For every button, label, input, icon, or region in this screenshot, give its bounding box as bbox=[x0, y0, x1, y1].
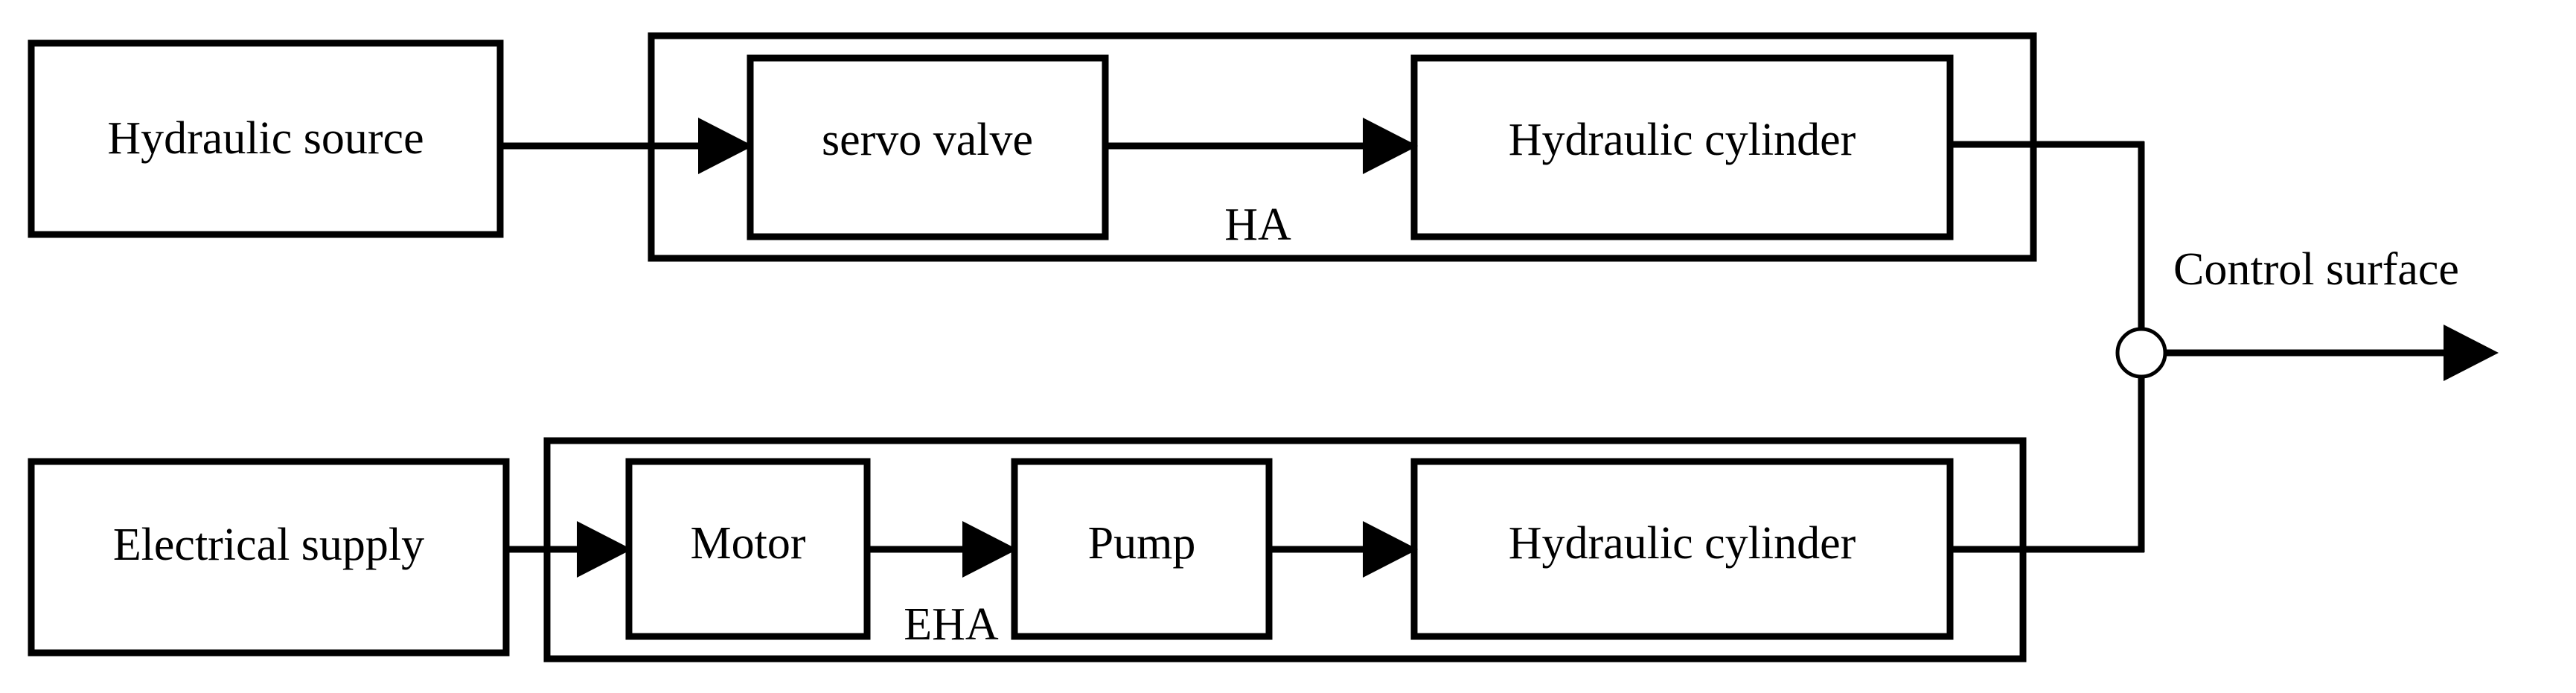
hydraulic-cylinder-top-box[interactable] bbox=[1410, 54, 1954, 240]
connection-junction-to-control-surface bbox=[2165, 325, 2499, 381]
electrical-supply-box[interactable] bbox=[28, 458, 510, 657]
block-electrical-supply[interactable]: Electrical supply bbox=[28, 458, 510, 657]
motor-label: Motor bbox=[691, 518, 806, 569]
block-motor[interactable]: Motor bbox=[625, 458, 871, 640]
connection-supply-to-motor bbox=[506, 521, 632, 578]
block-hydraulic-cylinder-top[interactable]: Hydraulic cylinder bbox=[1410, 54, 1954, 240]
hydraulic-cylinder-bottom-label: Hydraulic cylinder bbox=[1509, 518, 1856, 569]
block-hydraulic-cylinder-bottom[interactable]: Hydraulic cylinder bbox=[1410, 458, 1954, 640]
connection-motor-to-pump bbox=[867, 521, 1017, 578]
arrow-head-icon bbox=[962, 521, 1017, 578]
hydraulic-cylinder-top-label: Hydraulic cylinder bbox=[1509, 115, 1856, 165]
servo-valve-label: servo valve bbox=[822, 115, 1033, 165]
connection-cylinder-bottom-to-junction bbox=[1952, 374, 2145, 553]
block-servo-valve[interactable]: servo valve bbox=[747, 54, 1109, 240]
summing-junction[interactable] bbox=[2115, 327, 2167, 379]
arrow-head-icon bbox=[1363, 118, 1418, 174]
connection-servo-valve-to-cylinder bbox=[1105, 118, 1418, 174]
hydraulic-source-label: Hydraulic source bbox=[107, 113, 424, 164]
arrow-head-icon bbox=[1363, 521, 1418, 578]
connection-pump-to-cylinder bbox=[1269, 521, 1418, 578]
hydraulic-source-box[interactable] bbox=[28, 39, 504, 238]
summing-junction-circle[interactable] bbox=[2115, 327, 2167, 379]
arrow-head-icon bbox=[577, 521, 632, 578]
arrow-head-icon bbox=[2444, 325, 2499, 381]
ha-group-label: HA bbox=[1224, 199, 1291, 250]
block-hydraulic-source[interactable]: Hydraulic source bbox=[28, 39, 504, 238]
electrical-supply-label: Electrical supply bbox=[113, 520, 424, 570]
arrow-head-icon bbox=[698, 118, 753, 174]
connection-cylinder-top-to-junction bbox=[1950, 141, 2145, 332]
connection-source-to-servo-valve bbox=[500, 118, 753, 174]
motor-box[interactable] bbox=[625, 458, 871, 640]
eha-group-label: EHA bbox=[904, 599, 999, 650]
block-pump[interactable]: Pump bbox=[1011, 458, 1273, 640]
pump-label: Pump bbox=[1088, 518, 1196, 569]
control-surface-label: Control surface bbox=[2173, 244, 2459, 295]
